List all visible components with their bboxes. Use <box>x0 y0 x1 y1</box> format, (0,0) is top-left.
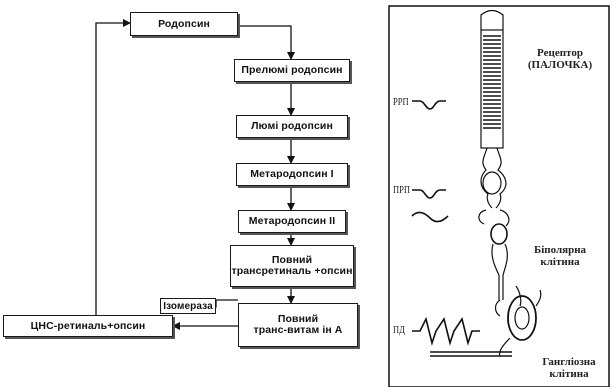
bipolar-cell-label: Біполярна клітина <box>524 244 596 268</box>
node-rhodopsin: Родопсин <box>130 12 238 36</box>
node-cis-retinal-opsin: ЦНС-ретиналь+опсин <box>3 315 173 337</box>
node-metarhodopsin-1: Метародопсин І <box>236 163 348 186</box>
signal-label-pd: ПД <box>393 325 405 336</box>
node-full-trans-vitamin-a: Повний транс-витам ін А <box>238 303 358 347</box>
full-trans-vitamin-a-line-2: транс-витам ін А <box>253 325 342 336</box>
signal-label-rrp: РРП <box>393 97 409 108</box>
bipolar-waveform <box>412 212 448 221</box>
node-prelumirhodopsin: Прелюмі родопсин <box>234 59 350 82</box>
edge-cis-to-rhodopsin <box>96 23 130 322</box>
signal-waveforms <box>412 101 480 343</box>
rod-disks <box>483 36 501 128</box>
receptor-label-line-2: (ПАЛОЧКА) <box>528 59 592 71</box>
full-transretinal-line-2: трансретиналь +опсин <box>231 266 352 277</box>
pd-spikes <box>412 319 480 343</box>
node-full-transretinal: Повний трансретиналь +опсин <box>230 245 354 287</box>
receptor-label: Рецептор (ПАЛОЧКА) <box>520 47 600 71</box>
edge-rhodopsin-to-prelumi <box>238 26 291 59</box>
ganglion-cell-label: Гангліозна клітина <box>530 356 608 380</box>
receptor-label-line-1: Рецептор <box>537 47 583 59</box>
node-metarhodopsin-2: Метародопсин ІІ <box>238 210 346 233</box>
rrp-waveform <box>412 101 446 109</box>
signal-label-prp: ПРП <box>393 185 410 196</box>
ganglion-label-line-2: клітина <box>549 368 588 380</box>
node-isomerase: Ізомераза <box>160 298 216 314</box>
node-lumirhodopsin: Люмі родопсин <box>236 115 348 138</box>
bipolar-label-line-1: Біполярна <box>534 244 586 256</box>
ganglion-label-line-1: Гангліозна <box>542 356 595 368</box>
prp-waveform <box>412 190 446 198</box>
bipolar-label-line-2: клітина <box>540 256 579 268</box>
